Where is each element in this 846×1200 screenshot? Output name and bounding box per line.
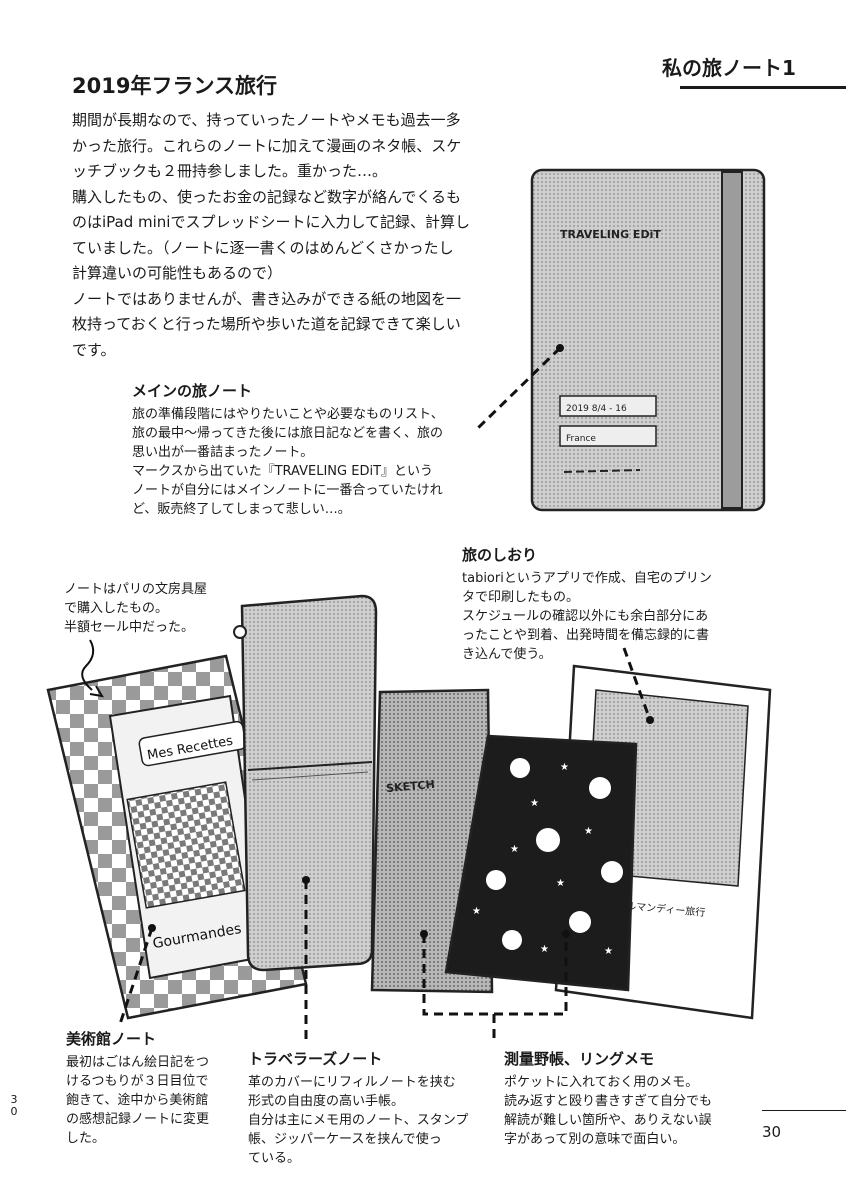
ring-memo: ★ ★ ★ ★ ★ ★ ★ ★: [444, 734, 638, 992]
svg-text:★: ★: [510, 844, 519, 855]
travelers-notebook: [233, 594, 378, 972]
side-page-number: 3 0: [10, 1093, 18, 1118]
intro-paragraph: 期間が長期なので、持っていったノートやメモも過去一多 かった旅行。これらのノート…: [72, 111, 471, 359]
place-line: France: [566, 434, 596, 444]
svg-text:★: ★: [530, 798, 539, 809]
shiori-heading: 旅のしおり: [462, 546, 538, 564]
svg-text:★: ★: [604, 946, 613, 957]
shiori-caption: 旅のしおり tabioriというアプリで作成、自宅のプリン タで印刷したもの。 …: [462, 544, 782, 664]
page-rule: [762, 1110, 846, 1111]
chapter-rule: [680, 86, 846, 89]
sketch-label: SKETCH: [386, 778, 436, 795]
survey-body: ポケットに入れておく用のメモ。 読み返すと殴り書きすぎて自分でも 解読が難しい箇…: [504, 1075, 713, 1147]
survey-heading: 測量野帳、リングメモ: [504, 1050, 655, 1068]
survey-caption: 測量野帳、リングメモ ポケットに入れておく用のメモ。 読み返すと殴り書きすぎて自…: [504, 1048, 754, 1149]
main-note-caption: メインの旅ノート 旅の準備段階にはやりたいことや必要なものリスト、 旅の最中〜帰…: [132, 380, 492, 519]
section-title: 2019年フランス旅行: [72, 74, 278, 98]
main-note-body: 旅の準備段階にはやりたいことや必要なものリスト、 旅の最中〜帰ってきた後には旅日…: [132, 407, 444, 517]
museum-caption: 美術館ノート 最初はごはん絵日記をつ けるつもりが３日目位で 飽きて、途中から美…: [66, 1028, 246, 1148]
svg-text:★: ★: [560, 762, 569, 773]
main-note-heading: メインの旅ノート: [132, 382, 253, 400]
museum-heading: 美術館ノート: [66, 1030, 157, 1048]
traveling-edit-label: TRAVELING EDiT: [560, 228, 661, 241]
date-line: 2019 8/4 - 16: [566, 404, 627, 414]
svg-text:★: ★: [584, 826, 593, 837]
traveling-edit-notebook: TRAVELING EDiT 2019 8/4 - 16 France: [530, 168, 766, 512]
shiori-body: tabioriというアプリで作成、自宅のプリン タで印刷したもの。 スケジュール…: [462, 571, 712, 662]
paris-note-body: ノートはパリの文房具屋 で購入したもの。 半額セール中だった。: [64, 582, 208, 635]
museum-notebook: Mes Recettes Gourmandes: [46, 654, 308, 1020]
svg-text:★: ★: [540, 944, 549, 955]
museum-body: 最初はごはん絵日記をつ けるつもりが３日目位で 飽きて、途中から美術館 の感想記…: [66, 1055, 210, 1146]
travelers-caption: トラベラーズノート 革のカバーにリフィルノートを挟む 形式の自由度の高い手帳。 …: [248, 1048, 498, 1168]
svg-text:★: ★: [556, 878, 565, 889]
travelers-body: 革のカバーにリフィルノートを挟む 形式の自由度の高い手帳。 自分は主にメモ用のノ…: [248, 1075, 469, 1166]
page-number: 30: [762, 1123, 782, 1141]
chapter-title: 私の旅ノート1: [662, 56, 796, 80]
paris-note-caption: ノートはパリの文房具屋 で購入したもの。 半額セール中だった。: [64, 580, 264, 637]
travelers-heading: トラベラーズノート: [248, 1050, 383, 1068]
svg-text:★: ★: [472, 906, 481, 917]
